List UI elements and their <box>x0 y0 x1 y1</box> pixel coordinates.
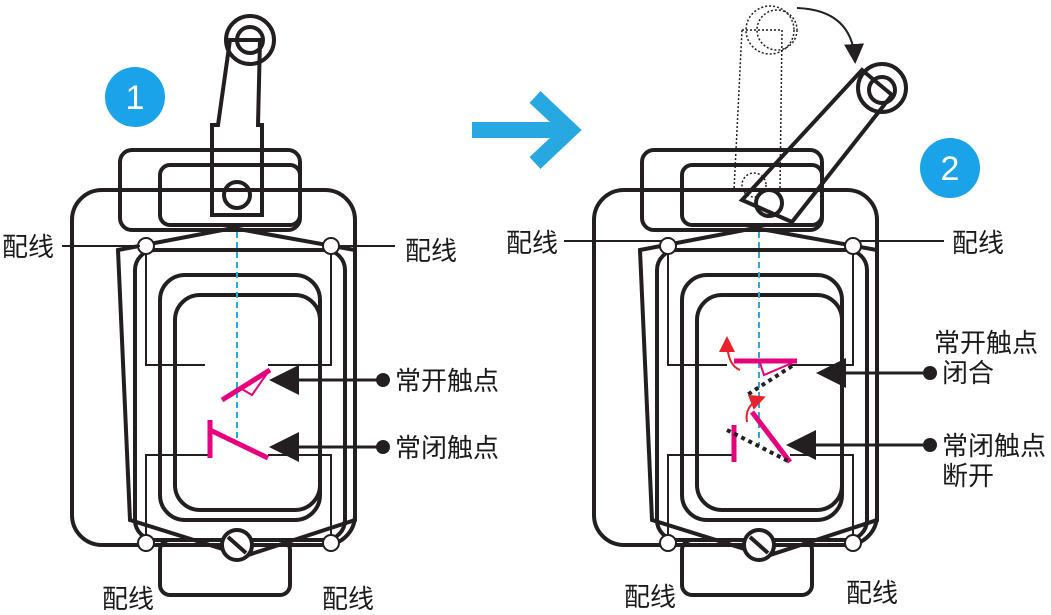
step-badge <box>105 67 165 127</box>
wire-label: 配线 <box>506 229 558 259</box>
step-badge <box>920 138 980 198</box>
step-number: 1 <box>126 79 145 117</box>
step-number: 2 <box>941 150 960 188</box>
wire-label: 配线 <box>952 229 1004 259</box>
nc-contact-label: 常闭触点 <box>395 434 499 464</box>
wire-label: 配线 <box>322 585 374 615</box>
lever-arm-icon <box>210 14 276 217</box>
no-contact-label: 常开触点 <box>934 329 1038 359</box>
wire-label: 配线 <box>102 585 154 615</box>
wire-label: 配线 <box>2 233 54 263</box>
lever-arm-icon <box>738 62 908 225</box>
wire-label: 配线 <box>405 237 457 267</box>
switch-state-2: 2 常开触点 闭合 常闭触点 断开 配线 配线 配线 配线 <box>506 5 1046 613</box>
normally-open-contact <box>220 367 272 403</box>
nc-contact-label: 常闭触点 <box>942 432 1046 462</box>
transition-arrow-icon <box>472 91 582 169</box>
ghost-lever-icon <box>733 5 798 198</box>
switch-state-1: 1 常开触点 常闭触点 配线 配线 配线 配线 <box>2 14 499 615</box>
wire-label: 配线 <box>846 579 898 609</box>
normally-open-contact <box>719 336 797 397</box>
wire-label: 配线 <box>624 583 676 613</box>
normally-closed-contact <box>207 420 270 461</box>
normally-closed-contact <box>726 394 792 464</box>
no-contact-status: 闭合 <box>942 359 994 389</box>
no-contact-label: 常开触点 <box>395 367 499 397</box>
nc-contact-status: 断开 <box>942 462 994 492</box>
